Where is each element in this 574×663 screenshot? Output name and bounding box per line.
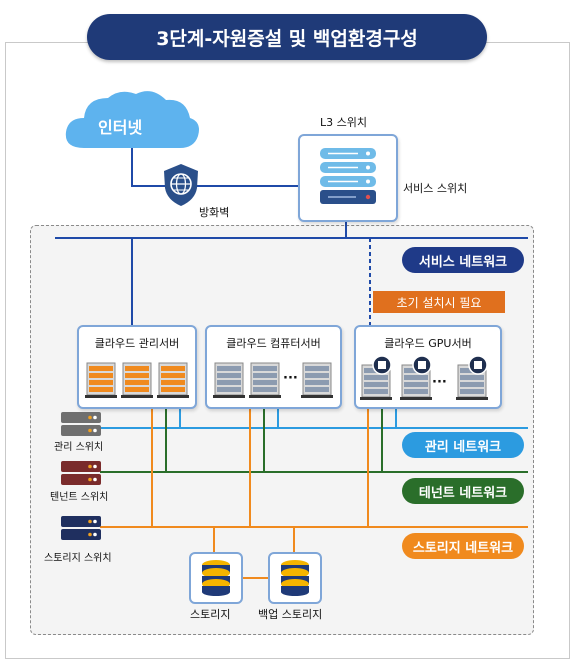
internet-label: 인터넷 — [98, 118, 143, 137]
gpu-ellipsis: ··· — [432, 375, 447, 390]
cloud-icon — [65, 91, 200, 148]
l3-switch-label: L3 스위치 — [320, 116, 367, 129]
storage-box — [189, 552, 243, 604]
storage-switch-label: 스토리지 스위치 — [44, 553, 112, 564]
switch-stack-icon — [320, 148, 376, 204]
storage-network-label: 스토리지 네트워크 — [402, 533, 524, 559]
backup-storage-label: 백업 스토리지 — [258, 608, 323, 621]
page-title: 3단계-자원증설 및 백업환경구성 — [87, 14, 487, 60]
tenant-switch-icon — [61, 461, 101, 485]
l3-switch-box — [298, 134, 398, 222]
firewall-shield-icon — [164, 164, 198, 206]
compute-server-title: 클라우드 컴퓨터서버 — [226, 337, 321, 350]
service-switch-label: 서비스 스위치 — [403, 182, 468, 195]
compute-server-box: 클라우드 컴퓨터서버 ··· — [205, 325, 342, 409]
tenant-switch-label: 텐넌트 스위치 — [50, 492, 109, 503]
backup-database-icon — [281, 560, 309, 596]
management-switch-label: 관리 스위치 — [54, 442, 104, 453]
gray-server-rack-icon — [213, 362, 333, 398]
service-network-label: 서비스 네트워크 — [402, 247, 524, 273]
management-switch-icon — [61, 412, 101, 436]
management-server-title: 클라우드 관리서버 — [94, 337, 180, 350]
storage-switch-icon — [61, 516, 101, 540]
tenant-network-label: 테넌트 네트워크 — [402, 478, 524, 504]
management-network-label: 관리 네트워크 — [402, 432, 524, 458]
orange-server-rack-icon — [85, 362, 189, 398]
gpu-server-box: 클라우드 GPU서버 ··· — [354, 325, 502, 409]
gpu-server-title: 클라우드 GPU서버 — [384, 337, 472, 350]
compute-ellipsis: ··· — [283, 371, 298, 386]
storage-label: 스토리지 — [190, 608, 231, 621]
backup-storage-box — [268, 552, 322, 604]
gpu-server-rack-icon — [360, 355, 488, 400]
notice-badge: 초기 설치시 필요 — [373, 291, 505, 313]
management-server-box: 클라우드 관리서버 — [77, 325, 197, 409]
database-icon — [202, 560, 230, 596]
firewall-label: 방화벽 — [199, 206, 230, 219]
